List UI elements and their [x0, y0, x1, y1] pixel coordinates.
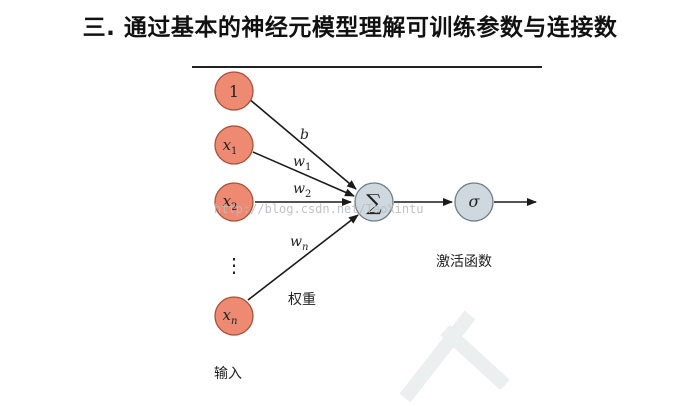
watermark-text: http://blog.csdn.net/TaoXintu [214, 202, 424, 216]
input-label: x [223, 192, 232, 210]
sum-symbol: ∑ [366, 191, 382, 216]
inputs-ellipsis: ⋮ [224, 253, 244, 277]
input-node-x2: x2 [214, 182, 254, 222]
svg-text:1: 1 [229, 82, 239, 101]
svg-text:x1: x1 [223, 136, 238, 157]
input-node-x1: x1 [214, 125, 254, 165]
input-node-xn: xn [214, 296, 254, 336]
input-node-bias: 1 [214, 71, 254, 111]
edge-label-w1: w1 [293, 154, 311, 173]
input-label: x [223, 136, 232, 154]
input-subscript: 2 [231, 202, 237, 213]
edge-label-wn: wn [290, 234, 308, 253]
svg-text:x2: x2 [223, 192, 238, 213]
input-subscript: n [231, 316, 237, 327]
label-weights: 权重 [288, 292, 316, 308]
input-subscript: 1 [231, 146, 237, 157]
edges [247, 97, 537, 301]
input-label: 1 [229, 82, 239, 101]
watermark-decoration [399, 310, 510, 403]
label-activation: 激活函数 [436, 253, 492, 270]
edge-xn [247, 214, 359, 301]
edge-x1 [252, 151, 355, 197]
activation-node: σ [454, 182, 494, 222]
edge-label-b: b [300, 127, 309, 143]
page-title: 三. 通过基本的神经元模型理解可训练参数与连接数 [82, 15, 618, 41]
svg-text:xn: xn [223, 306, 238, 327]
edge-label-w2: w2 [293, 181, 311, 200]
edge-bias [247, 97, 357, 190]
title-divider [192, 66, 542, 68]
input-label: x [223, 306, 232, 324]
sigma-symbol: σ [469, 192, 481, 211]
sum-node: ∑ [354, 182, 394, 222]
label-input: 输入 [214, 366, 242, 382]
